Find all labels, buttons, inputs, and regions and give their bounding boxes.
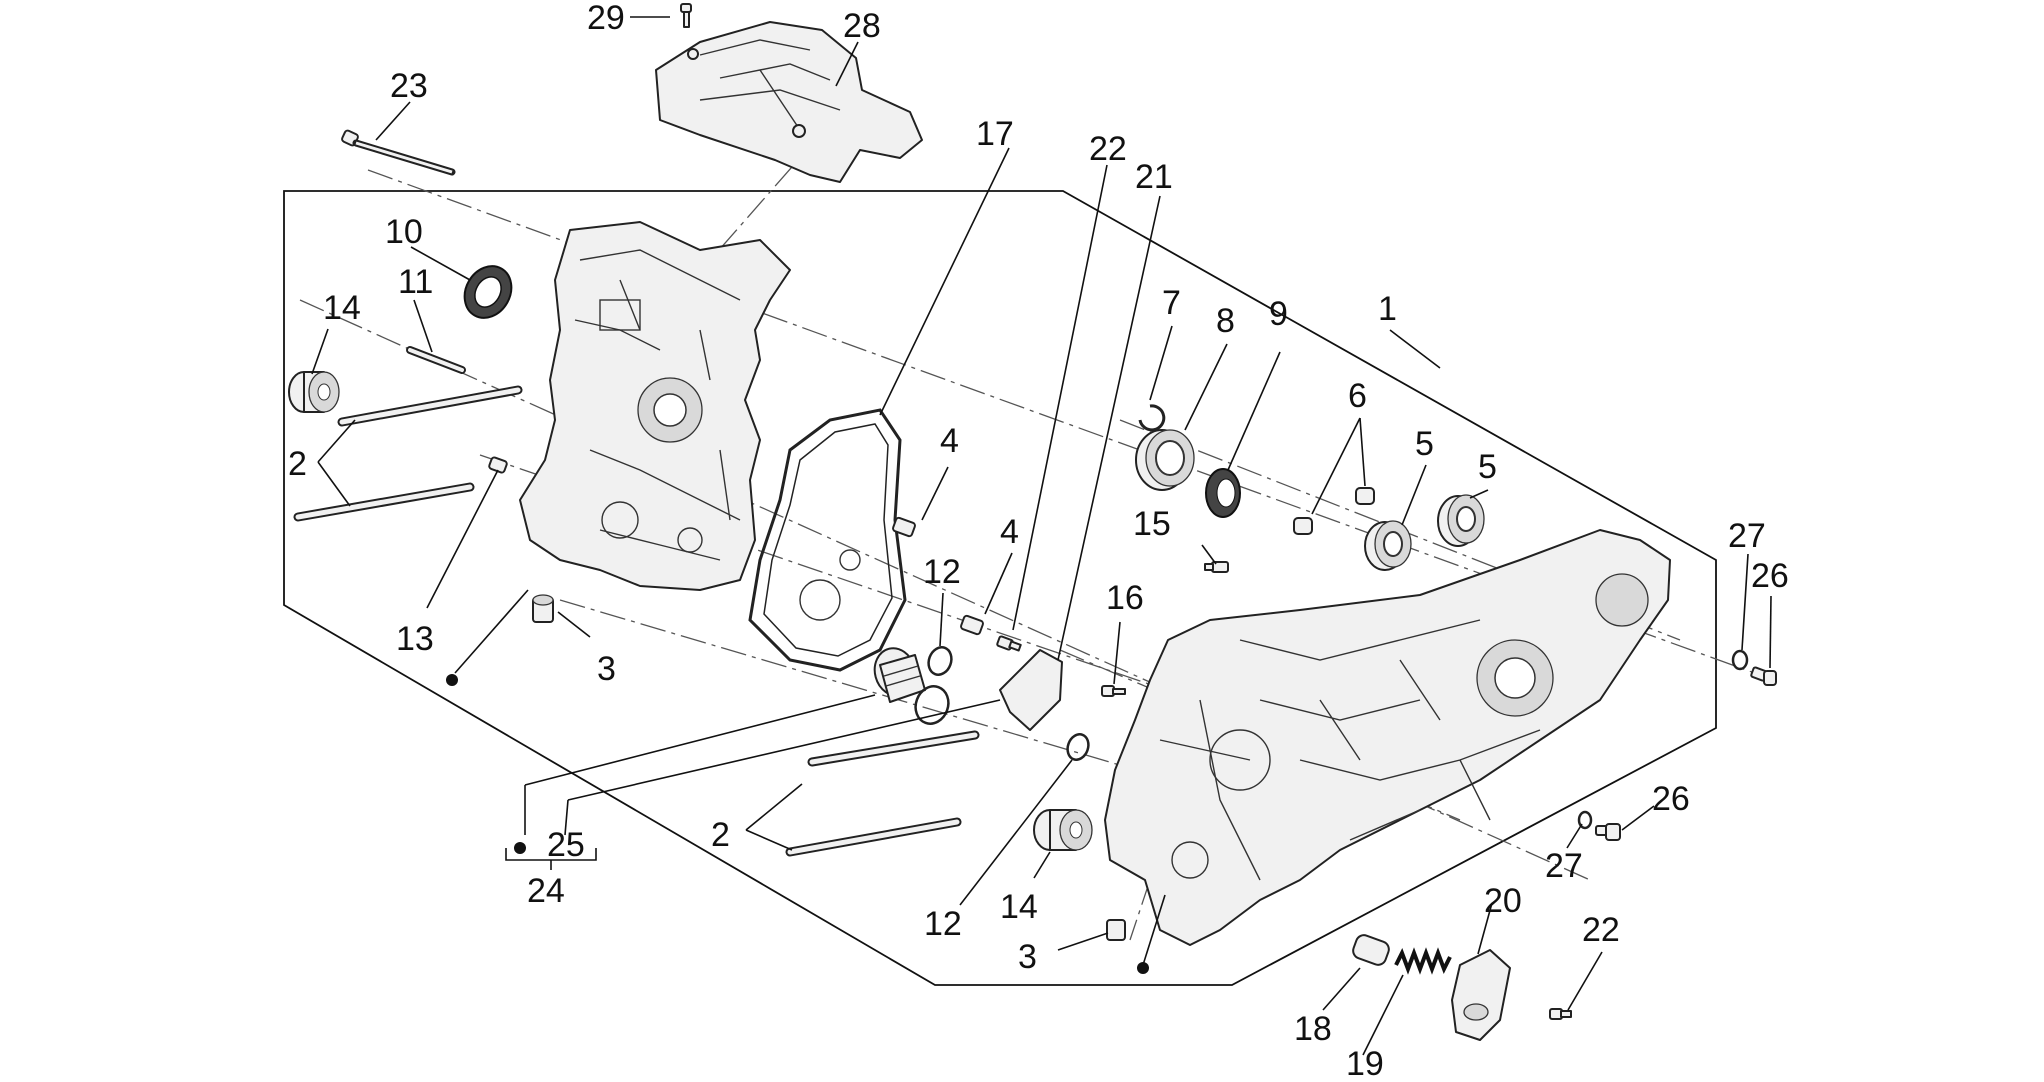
callout-12a: 12: [923, 553, 961, 591]
gasket-17: [748, 408, 907, 672]
callout-5a: 5: [1415, 425, 1434, 463]
callout-8: 8: [1216, 302, 1235, 340]
left-crankcase-half: [519, 221, 791, 591]
screw-22a: [996, 635, 1022, 652]
callout-14b: 14: [1000, 888, 1038, 926]
seal-10: [463, 265, 513, 319]
washer-27b: [1577, 810, 1593, 830]
seal-9: [1205, 468, 1241, 518]
callout-26b: 26: [1652, 780, 1690, 818]
dowel-13: [488, 456, 508, 474]
callout-20: 20: [1484, 882, 1522, 920]
callout-21: 21: [1135, 158, 1173, 196]
callout-26a: 26: [1751, 557, 1789, 595]
callout-9: 9: [1269, 295, 1288, 333]
callout-2b: 2: [711, 816, 730, 854]
callout-7: 7: [1162, 284, 1181, 322]
plug-25: [873, 647, 926, 703]
bracket-21: [999, 649, 1063, 731]
callout-19: 19: [1346, 1045, 1384, 1082]
callout-23: 23: [390, 67, 428, 105]
callout-10: 10: [385, 213, 423, 251]
callout-4a: 4: [940, 422, 959, 460]
reference-dot-left: [446, 674, 458, 686]
callout-16: 16: [1106, 579, 1144, 617]
callout-27a: 27: [1728, 517, 1766, 555]
pin-11: [406, 346, 466, 374]
assembly-frame: [283, 190, 1717, 986]
bolt-26b: [1595, 823, 1621, 841]
bushing-14b: [1033, 809, 1093, 851]
circlip-7: [1138, 404, 1166, 432]
leader-lines: [311, 16, 1772, 1056]
reference-dot-mid: [514, 842, 526, 854]
o-ring-12a: [927, 646, 953, 676]
dowel-3b: [1106, 919, 1126, 941]
studs-2b: [785, 730, 980, 857]
plunger-18: [1352, 934, 1390, 966]
o-ring-12b: [1066, 733, 1090, 761]
callout-2a: 2: [288, 445, 307, 483]
callout-1: 1: [1378, 290, 1397, 328]
spring-19: [1394, 947, 1452, 975]
bushing-14a: [288, 371, 340, 413]
callout-17: 17: [976, 115, 1014, 153]
bolt-26a: [1750, 666, 1777, 686]
screw-15: [1204, 561, 1229, 573]
callout-13: 13: [396, 620, 434, 658]
callout-15: 15: [1133, 505, 1171, 543]
screw-29: [680, 3, 692, 28]
callout-6: 6: [1348, 377, 1367, 415]
callout-labels: 29 28 23 17 22 21 10 11 14 7 8 9 1 6 5 5…: [288, 0, 1789, 1082]
cover-28: [655, 21, 923, 183]
screw-16: [1101, 685, 1126, 697]
callout-29: 29: [587, 0, 625, 37]
callout-24: 24: [527, 872, 565, 910]
bearing-5b: [1437, 494, 1485, 547]
bracket-20: [1451, 949, 1511, 1041]
washer-27a: [1731, 649, 1749, 671]
dowel-6a: [1293, 517, 1313, 535]
callout-28: 28: [843, 7, 881, 45]
callout-18: 18: [1294, 1010, 1332, 1048]
screw-22b: [1549, 1008, 1572, 1020]
dowel-6b: [1355, 487, 1375, 505]
bearing-5a: [1364, 520, 1412, 571]
dowel-4a: [892, 516, 916, 538]
dowel-3a: [532, 594, 554, 623]
o-ring-12c: [914, 685, 950, 725]
callout-25: 25: [547, 826, 585, 864]
right-crankcase-half: [1104, 529, 1671, 946]
reference-dot-right: [1137, 962, 1149, 974]
callout-3a: 3: [597, 650, 616, 688]
callout-3b: 3: [1018, 938, 1037, 976]
bolt-23: [341, 129, 456, 176]
callout-5b: 5: [1478, 448, 1497, 486]
callout-11: 11: [398, 263, 433, 301]
assembly-axes: [299, 134, 1761, 941]
callout-14a: 14: [323, 289, 361, 327]
callout-22a: 22: [1089, 130, 1127, 168]
callout-4b: 4: [1000, 513, 1019, 551]
callout-12b: 12: [924, 905, 962, 943]
bearing-8: [1135, 429, 1195, 491]
callout-27b: 27: [1545, 847, 1583, 885]
callout-22b: 22: [1582, 911, 1620, 949]
dowel-4b: [960, 614, 984, 636]
studs-2a: [293, 385, 523, 522]
